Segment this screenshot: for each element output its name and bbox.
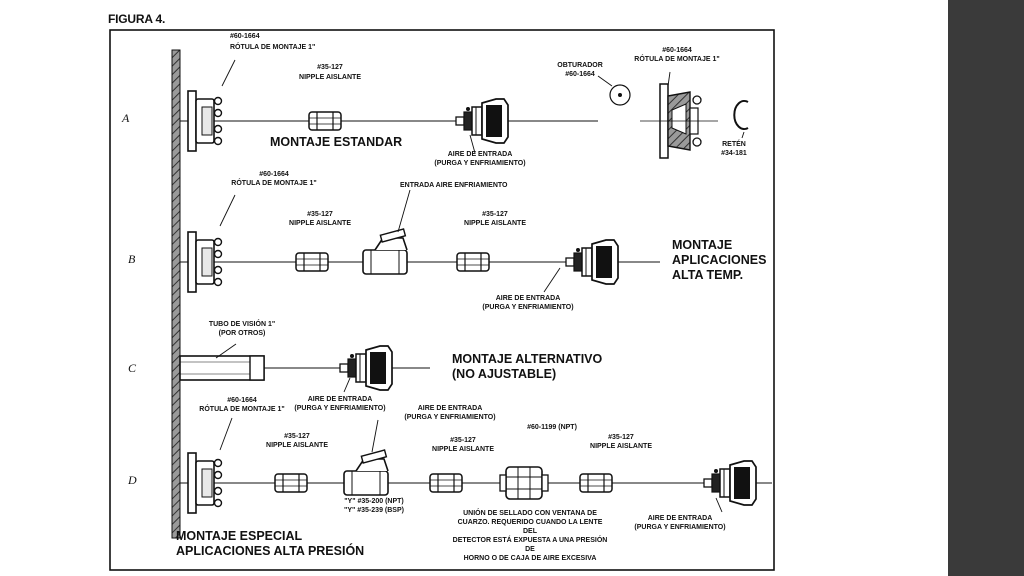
a-retainer: RETÉN #34-181 [721,141,747,157]
b-ball-mount: #60-1664 RÓTULA DE MONTAJE 1" [231,171,317,187]
d-title: MONTAJE ESPECIAL APLICACIONES ALTA PRESI… [176,529,365,558]
ball-mount-detail [640,83,718,159]
figure-title: FIGURA 4. [108,12,166,26]
nipple-a [308,111,342,131]
a-nipple-name: NIPPLE AISLANTE [299,74,361,81]
a-air-inlet: AIRE DE ENTRADA (PURGA Y ENFRIAMIENTO) [434,151,526,167]
c-air-inlet: AIRE DE ENTRADA (PURGA Y ENFRIAMIENTO) [294,396,386,412]
a-detail-mount: #60-1664 RÓTULA DE MONTAJE 1" [634,47,720,63]
row-c-assembly [179,343,430,393]
a-ball-mount-part: #60-1664 [230,33,260,40]
d-air-inlet-top: AIRE DE ENTRADA (PURGA Y ENFRIAMIENTO) [404,405,496,421]
right-dark-panel [948,0,1024,576]
figure-frame [109,29,775,571]
d-ball-mount: #60-1664 RÓTULA DE MONTAJE 1" [199,397,285,413]
row-label-d: D [128,473,137,487]
row-label-b: B [128,252,136,266]
b-nipple-left: #35-127 NIPPLE AISLANTE [289,211,351,227]
c-title: MONTAJE ALTERNATIVO (NO AJUSTABLE) [452,352,603,381]
d-npt-union: #60-1199 (NPT) [527,424,577,431]
furnace-wall [171,49,181,539]
row-d-assembly [180,417,772,514]
b-air-inlet: AIRE DE ENTRADA (PURGA Y ENFRIAMIENTO) [482,295,574,311]
d-nipple-3: #35-127 NIPPLE AISLANTE [590,434,652,450]
d-air-inlet-bottom: AIRE DE ENTRADA (PURGA Y ENFRIAMIENTO) [634,515,726,531]
a-ball-mount-name: RÓTULA DE MONTAJE 1" [230,44,316,51]
a-title: MONTAJE ESTANDAR [270,135,403,149]
d-nipple-2: #35-127 NIPPLE AISLANTE [432,437,494,453]
row-b-assembly [180,189,660,293]
b-title: MONTAJE APLICACIONES ALTA TEMP. [672,238,767,282]
row-a-assembly [180,59,749,159]
d-seal-note: UNIÓN DE SELLADO CON VENTANA DE CUARZO. … [452,510,608,562]
row-label-a: A [122,111,130,125]
a-nipple-part: #35-127 [317,64,343,71]
a-shutter: OBTURADOR #60-1664 [557,62,603,78]
detector-a [455,98,509,144]
d-y-parts: "Y" #35-200 (NPT) "Y" #35-239 (BSP) [344,498,404,514]
d-nipple-1: #35-127 NIPPLE AISLANTE [266,433,328,449]
row-label-c: C [128,361,137,375]
b-cooling-inlet: ENTRADA AIRE ENFRIAMIENTO [400,182,508,189]
b-nipple-right: #35-127 NIPPLE AISLANTE [464,211,526,227]
retainer-ring [733,100,749,130]
c-sight-tube: TUBO DE VISIÓN 1" (POR OTROS) [208,321,276,337]
